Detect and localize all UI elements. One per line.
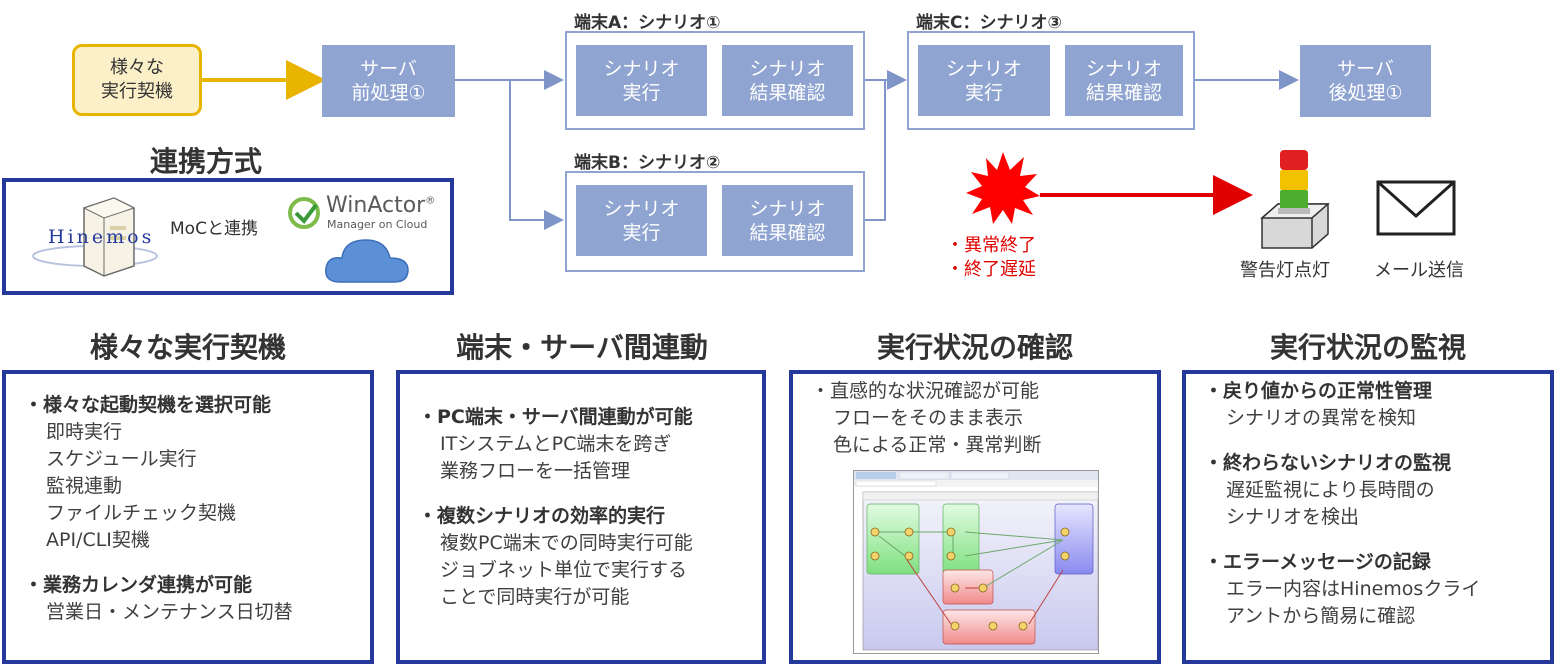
moc-label: MoCと連携 <box>170 219 258 239</box>
panel-triggers: ・様々な起動契機を選択可能 即時実行 スケジュール実行 監視連動 ファイルチェッ… <box>2 370 374 664</box>
list-item: ・直感的な状況確認が可能 <box>811 380 1040 402</box>
warning-lamp-icon <box>1260 150 1330 249</box>
alert-item-delay: ・終了遅延 <box>946 259 1036 280</box>
group-a-check: シナリオ 結果確認 <box>722 45 853 116</box>
panel-monitoring-head-1: ・戻り値からの正常性管理 <box>1204 380 1433 402</box>
list-item: ファイルチェック契機 <box>46 502 237 524</box>
group-a-label: 端末A：シナリオ① <box>574 13 721 33</box>
group-c-label: 端末C：シナリオ③ <box>916 13 1062 33</box>
list-item: ジョブネット単位で実行する <box>440 559 688 581</box>
list-item: シナリオの異常を検知 <box>1226 407 1417 429</box>
list-item: シナリオを検出 <box>1226 506 1360 528</box>
group-b-run: シナリオ 実行 <box>576 185 707 256</box>
explosion-icon <box>966 152 1040 224</box>
panel-linkage: ・PC端末・サーバ間連動が可能 ITシステムとPC端末を跨ぎ 業務フローを一括管… <box>396 370 766 664</box>
pre-to-b-arrow <box>509 80 564 230</box>
mail-label: メール送信 <box>1374 260 1464 281</box>
panel-status: ・直感的な状況確認が可能 フローをそのまま表示 色による正常・異常判断 <box>789 370 1161 664</box>
integration-panel <box>2 178 454 295</box>
list-item: 即時実行 <box>46 421 123 443</box>
server-pre-box: サーバ 前処理① <box>322 45 455 117</box>
hinemos-logo-text: Hinemos <box>48 226 155 248</box>
list-item: API/CLI契機 <box>46 529 150 551</box>
list-item: 遅延監視により長時間の <box>1226 479 1435 501</box>
cloud-icon <box>325 239 409 283</box>
winactor-logo-icon <box>288 197 320 229</box>
section-title-linkage: 端末・サーバ間連動 <box>456 331 708 364</box>
server-post-box: サーバ 後処理① <box>1300 45 1431 117</box>
list-item: フローをそのまま表示 <box>833 407 1024 429</box>
list-item: エラー内容はHinemosクライ <box>1226 578 1481 600</box>
group-b-label: 端末B：シナリオ② <box>574 153 721 173</box>
group-c-run: シナリオ 実行 <box>918 45 1050 116</box>
trigger-box: 様々な 実行契機 <box>72 44 202 116</box>
panel-monitoring: ・戻り値からの正常性管理 シナリオの異常を検知 ・終わらないシナリオの監視 遅延… <box>1182 370 1554 664</box>
hinemos-server-icon <box>32 197 158 277</box>
integration-title: 連携方式 <box>150 145 263 178</box>
list-item: 業務フローを一括管理 <box>440 460 631 482</box>
section-title-monitoring: 実行状況の監視 <box>1269 331 1466 364</box>
lamp-label: 警告灯点灯 <box>1240 260 1330 281</box>
job-flow-screenshot <box>853 470 1099 654</box>
list-item: アントから簡易に確認 <box>1226 605 1416 627</box>
panel-triggers-head-2: ・業務カレンダ連携が可能 <box>24 574 253 596</box>
list-item: ことで同時実行が可能 <box>440 586 630 608</box>
panel-triggers-head-1: ・様々な起動契機を選択可能 <box>24 394 272 416</box>
panel-linkage-head-1: ・PC端末・サーバ間連動が可能 <box>418 406 693 428</box>
mail-icon <box>1376 180 1456 236</box>
panel-linkage-head-2: ・複数シナリオの効率的実行 <box>418 505 666 527</box>
list-item: 営業日・メンテナンス日切替 <box>46 601 293 623</box>
panel-monitoring-head-3: ・エラーメッセージの記録 <box>1204 551 1431 573</box>
group-c-check: シナリオ 結果確認 <box>1065 45 1183 116</box>
b-to-c-line <box>865 80 886 221</box>
group-b-check: シナリオ 結果確認 <box>722 185 853 256</box>
list-item: 複数PC端末での同時実行可能 <box>440 532 693 554</box>
list-item: ITシステムとPC端末を跨ぎ <box>440 433 672 455</box>
group-a-run: シナリオ 実行 <box>576 45 707 116</box>
list-item: 監視連動 <box>46 475 123 497</box>
list-item: スケジュール実行 <box>46 448 197 470</box>
winactor-sub-text: Manager on Cloud <box>327 218 428 231</box>
list-item: 色による正常・異常判断 <box>833 434 1042 456</box>
section-title-triggers: 様々な実行契機 <box>89 331 286 364</box>
section-title-status: 実行状況の確認 <box>876 331 1073 364</box>
winactor-logo-text: WinActor® <box>326 193 436 218</box>
alert-item-abnormal: ・異常終了 <box>946 235 1036 256</box>
panel-monitoring-head-2: ・終わらないシナリオの監視 <box>1204 452 1452 474</box>
